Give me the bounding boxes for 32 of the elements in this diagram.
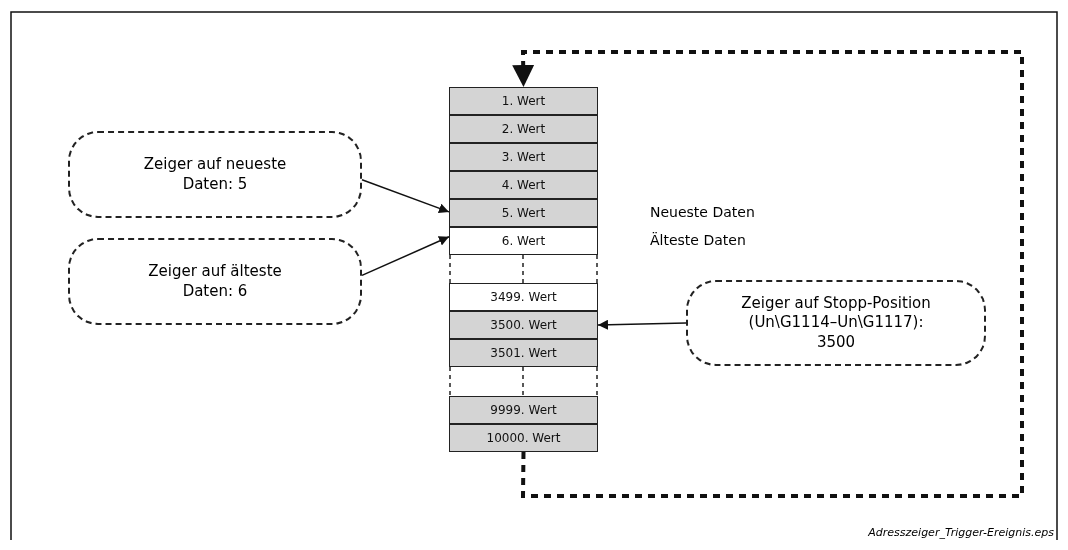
memory-cell	[449, 339, 598, 367]
memory-cell	[449, 87, 598, 115]
dashed-loop-arrow	[512, 50, 1024, 498]
cell-value-text: 10000. Wert	[486, 431, 561, 445]
file-name-caption: Adresszeiger_Trigger-Ereignis.eps	[868, 526, 1054, 539]
cell-value-text: 6. Wert	[501, 234, 546, 248]
cell-value-text: 4. Wert	[501, 178, 546, 192]
cell-value-text: 1. Wert	[501, 94, 546, 108]
arrow	[361, 236, 450, 277]
memory-cell	[449, 199, 598, 227]
cell-value-text: 9999. Wert	[490, 403, 557, 417]
memory-cell	[449, 396, 598, 424]
pointer-callout: Zeiger auf neueste Daten: 5	[68, 131, 362, 218]
memory-cell	[449, 115, 598, 143]
cell-value-text: 3501. Wert	[490, 346, 557, 360]
data-age-label: Älteste Daten	[650, 232, 746, 248]
memory-cell	[449, 311, 598, 339]
arrow	[361, 178, 450, 214]
memory-cell	[449, 283, 598, 311]
cell-value-text: 3. Wert	[501, 150, 546, 164]
cell-value-text: 2. Wert	[501, 122, 546, 136]
arrow	[597, 319, 687, 330]
memory-cell	[449, 227, 598, 255]
pointer-callout: Zeiger auf älteste Daten: 6	[68, 238, 362, 325]
data-age-label: Neueste Daten	[650, 204, 755, 220]
cell-value-text: 3499. Wert	[490, 290, 557, 304]
cell-value-text: 5. Wert	[501, 206, 546, 220]
memory-cell	[449, 424, 598, 452]
memory-cell	[449, 171, 598, 199]
pointer-callout: Zeiger auf Stopp-Position (Un\G1114–Un\G1117): 3500	[686, 280, 986, 366]
cell-value-text: 3500. Wert	[490, 318, 557, 332]
memory-cell	[449, 143, 598, 171]
